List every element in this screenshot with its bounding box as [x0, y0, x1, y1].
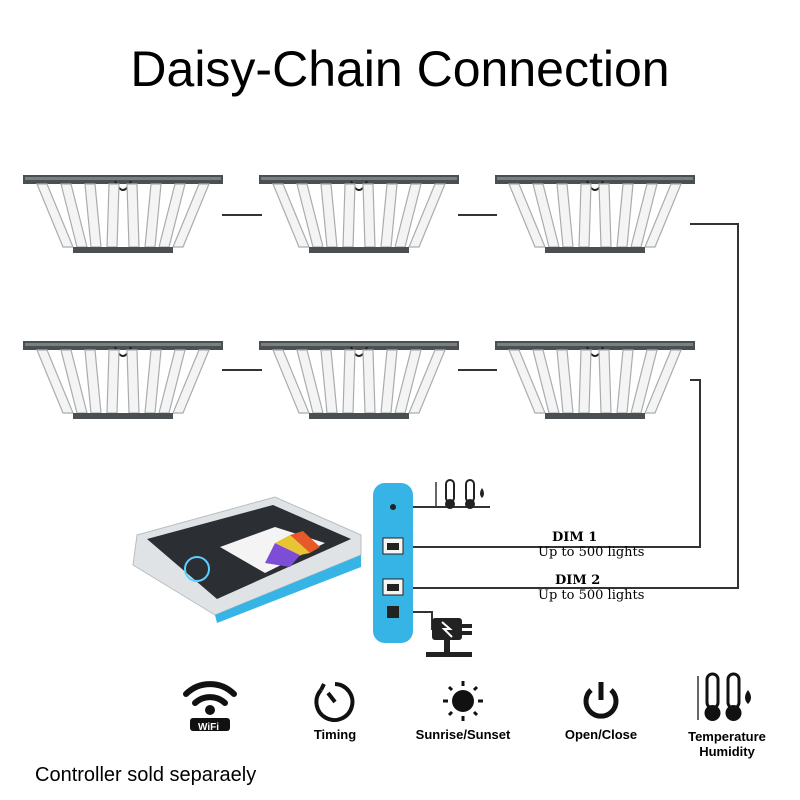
dim2-label: DIM 2 [555, 573, 601, 588]
open-close-label: Open/Close [564, 727, 638, 742]
page-title: Daisy-Chain Connection [130, 41, 670, 97]
feature-temperature-humidity: Temperature Humidity [662, 672, 792, 759]
dim2-capacity: Up to 500 lights [538, 588, 645, 603]
dim2-cable [410, 223, 739, 589]
timing-label: Timing [313, 727, 357, 742]
grow-light-1 [23, 175, 223, 254]
footer-note: Controller sold separaely [35, 764, 257, 786]
grow-light-5 [259, 341, 459, 420]
thermometer-humidity-icon [697, 672, 751, 721]
grow-light-6 [495, 341, 695, 420]
wifi-label: WiFi [198, 722, 220, 733]
feature-sunrise-sunset: Sunrise/Sunset [398, 680, 528, 742]
controller-device [132, 496, 362, 623]
dim1-capacity: Up to 500 lights [538, 545, 645, 560]
feature-open-close: Open/Close [536, 680, 666, 742]
power-icon [583, 682, 619, 719]
grow-light-4 [23, 341, 223, 420]
grow-light-2 [259, 175, 459, 254]
dim1-label: DIM 1 [552, 530, 598, 545]
sunrise-sunset-label: Sunrise/Sunset [415, 727, 511, 742]
timer-icon [314, 682, 355, 722]
temperature-label: Temperature [688, 729, 766, 744]
power-adapter-icon [426, 618, 472, 657]
wifi-icon [183, 681, 237, 731]
feature-timing: Timing [270, 680, 400, 742]
sun-icon [443, 681, 483, 721]
sensor-thermometer-icon [435, 479, 484, 509]
dim1-cable [410, 379, 701, 548]
humidity-label: Humidity [699, 744, 755, 759]
grow-light-3 [495, 175, 695, 254]
feature-wifi: WiFi [145, 680, 275, 737]
controller-port-panel [373, 483, 413, 643]
